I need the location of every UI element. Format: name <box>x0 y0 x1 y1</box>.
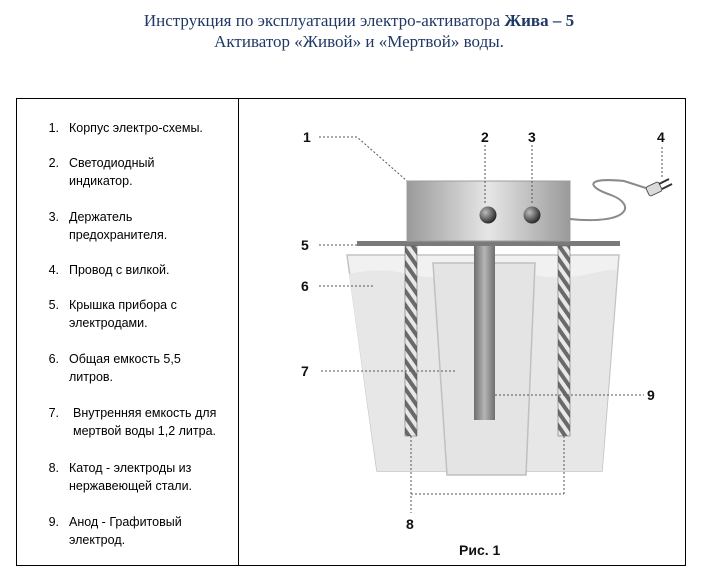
legend-number: 6. <box>48 352 59 366</box>
anode-rod <box>474 246 495 420</box>
legend-text: Светодиодный индикатор. <box>69 156 155 188</box>
cathode-right <box>557 245 571 437</box>
legend-text: Внутренняя емкость для мертвой воды 1,2 … <box>73 406 217 438</box>
title-line-2: Активатор «Живой» и «Мертвой» воды. <box>214 32 504 51</box>
callout-3: 3 <box>528 129 536 145</box>
legend-number: 3. <box>48 210 59 224</box>
activator-diagram: 1 2 3 4 5 6 7 9 8 Рис. 1 <box>239 99 685 565</box>
legend-text: Катод - электроды из нержавеющей стали. <box>69 461 193 493</box>
legend-text: Держатель предохранителя. <box>69 210 168 242</box>
document-title: Инструкция по эксплуатации электро-актив… <box>0 10 718 52</box>
title-model: Жива – 5 <box>504 11 575 30</box>
callout-6: 6 <box>301 278 309 294</box>
led-indicator-icon <box>479 206 497 224</box>
cathode-left <box>404 245 418 437</box>
legend-number: 1. <box>48 121 59 135</box>
legend-text: Анод - Графитовый электрод. <box>69 515 182 547</box>
legend-text: Крышка прибора с электродами. <box>69 298 177 330</box>
title-line-1: Инструкция по эксплуатации электро-актив… <box>0 10 718 31</box>
power-cable <box>569 179 650 222</box>
callout-1: 1 <box>303 129 311 145</box>
legend-number: 4. <box>48 263 59 277</box>
callout-2: 2 <box>481 129 489 145</box>
fuse-holder-icon <box>523 206 541 224</box>
parts-legend: 1. Корпус электро-схемы. 2. Светодиодный и… <box>17 99 239 565</box>
legend-text: Общая емкость 5,5 литров. <box>69 352 181 384</box>
legend-number: 5. <box>48 298 59 312</box>
legend-text: Провод с вилкой. <box>69 263 170 277</box>
plug-pin <box>658 178 670 185</box>
lid <box>357 241 620 246</box>
legend-number: 7. <box>48 406 59 420</box>
legend-number: 8. <box>48 461 59 475</box>
callout-5: 5 <box>301 237 309 253</box>
callout-7: 7 <box>301 363 309 379</box>
content-frame: 1. Корпус электро-схемы. 2. Светодиодный и… <box>16 98 686 566</box>
plug-pin <box>661 183 673 190</box>
diagram-svg: 1 2 3 4 5 6 7 9 8 Рис. 1 <box>301 129 673 558</box>
title-prefix: Инструкция по эксплуатации электро-актив… <box>143 11 505 30</box>
callout-9: 9 <box>647 387 655 403</box>
callout-4: 4 <box>657 129 665 145</box>
leader-lines <box>319 136 663 513</box>
legend-text: Корпус электро-схемы. <box>69 121 203 135</box>
legend-number: 9. <box>48 515 59 529</box>
plug-icon <box>645 181 663 197</box>
legend-number: 2. <box>48 156 59 170</box>
figure-caption: Рис. 1 <box>459 542 501 558</box>
callout-8: 8 <box>406 516 414 532</box>
